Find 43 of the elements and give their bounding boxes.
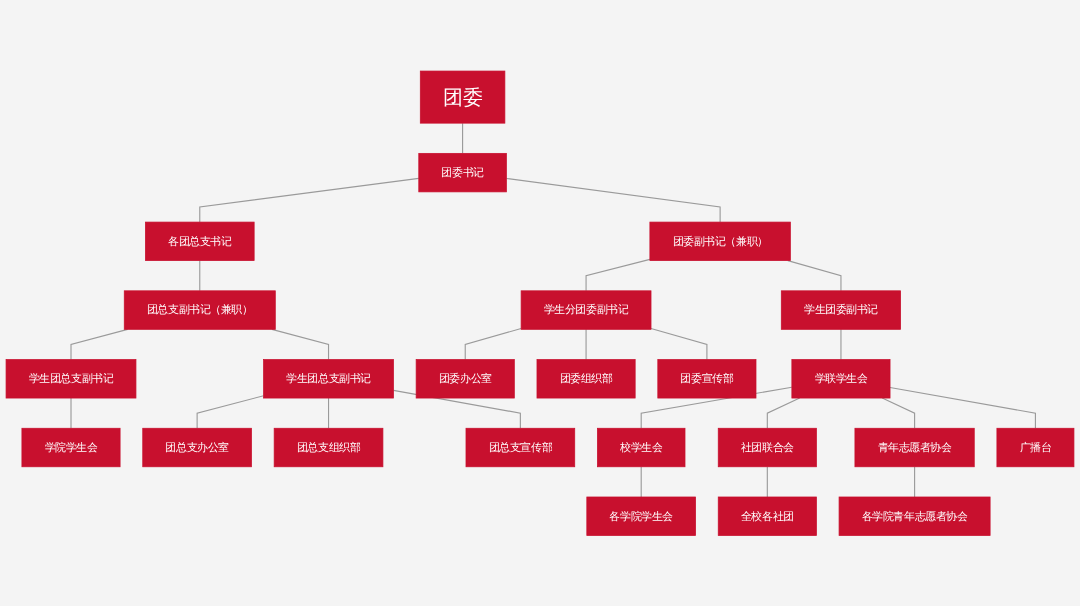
connector (196, 394, 265, 429)
connector (914, 465, 916, 498)
node-box: 社团联合会 (717, 427, 817, 467)
node-box: 全校各社团 (717, 496, 817, 536)
connector (462, 122, 464, 154)
connector (640, 465, 642, 498)
node-box: 广播台 (996, 427, 1075, 467)
node-box: 校学生会 (597, 427, 686, 467)
connector (199, 259, 201, 292)
node-box: 各学院学生会 (586, 496, 696, 536)
connector (464, 327, 522, 360)
node-box: 团委办公室 (415, 358, 515, 399)
connector (650, 327, 708, 360)
node-box: 学生团总支副书记 (5, 358, 137, 399)
node-box: 团委副书记（兼职） (649, 221, 791, 261)
node-box: 团总支办公室 (142, 427, 252, 467)
connector (199, 177, 420, 223)
node-box: 各团总支书记 (145, 221, 255, 261)
connector (840, 328, 842, 360)
node-box: 学生分团委副书记 (520, 290, 652, 330)
node-box: 团委宣传部 (657, 358, 757, 399)
connector (766, 397, 801, 429)
node-box: 学生团委副书记 (780, 290, 901, 330)
node-box: 青年志愿者协会 (854, 427, 975, 467)
node-box: 团委 (419, 70, 506, 124)
connector (70, 397, 72, 429)
connector (505, 177, 721, 223)
connector (881, 397, 916, 429)
node-box: 团总支副书记（兼职） (123, 290, 276, 330)
node-box: 团委书记 (418, 152, 507, 192)
connector (889, 386, 1036, 429)
node-box: 学联学生会 (791, 358, 891, 399)
node-box: 各学院青年志愿者协会 (838, 496, 991, 536)
connector (787, 259, 842, 292)
node-box: 学院学生会 (21, 427, 121, 467)
connector (585, 328, 587, 360)
connector (766, 465, 768, 498)
node-box: 团委组织部 (536, 358, 636, 399)
connector (327, 397, 330, 429)
node-box: 团总支组织部 (273, 427, 384, 467)
node-box: 团总支宣传部 (465, 427, 576, 467)
node-box: 学生团总支副书记 (263, 358, 394, 399)
connector (585, 258, 651, 292)
